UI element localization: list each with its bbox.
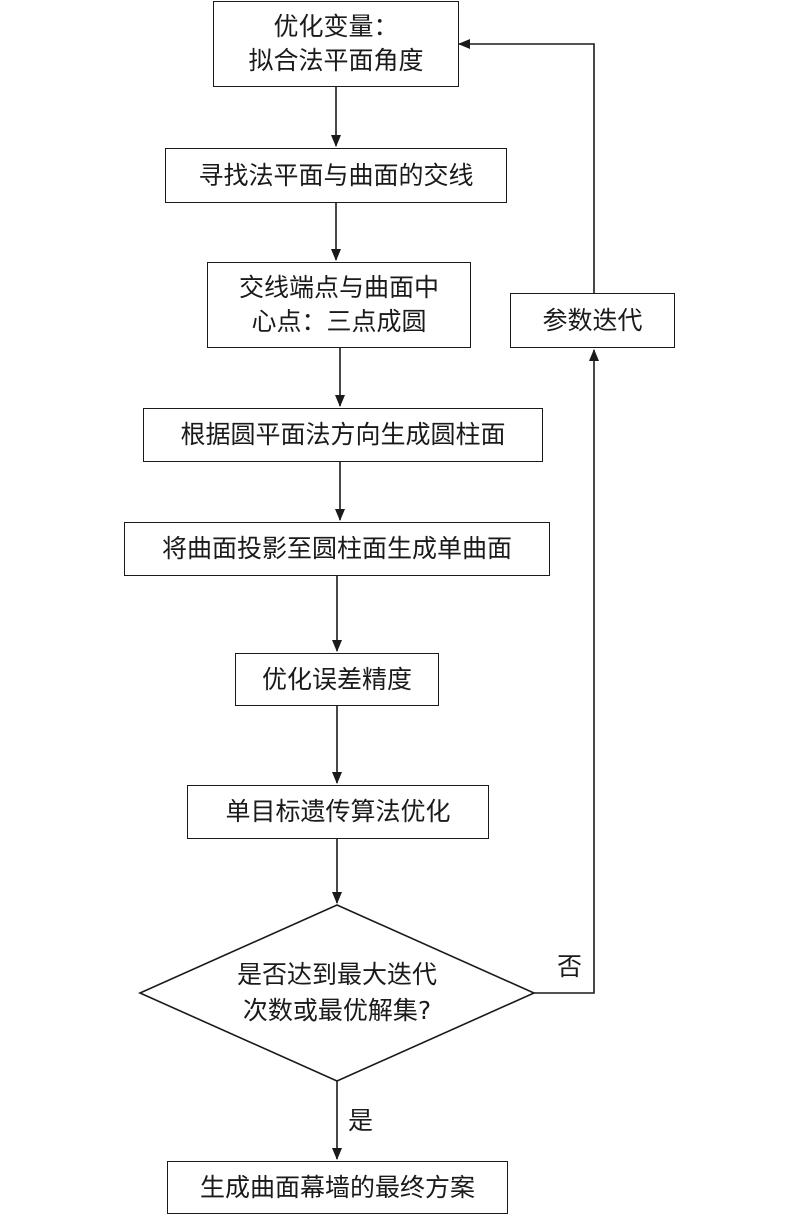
final-plan-box: 生成曲面幕墙的最终方案	[167, 1161, 508, 1214]
decision-diamond	[138, 904, 536, 1082]
generate-cylinder-label: 根据圆平面法方向生成圆柱面	[180, 420, 506, 449]
optimize-error-box: 优化误差精度	[235, 653, 439, 706]
yes-branch-label: 是	[348, 1106, 374, 1135]
three-points-circle-line2: 心点：三点成圆	[251, 307, 427, 336]
decision-line1: 是否达到最大迭代	[236, 960, 437, 989]
genetic-algorithm-box: 单目标遗传算法优化	[187, 785, 489, 839]
decision-line2: 次数或最优解集?	[242, 996, 432, 1025]
project-surface-box: 将曲面投影至圆柱面生成单曲面	[124, 522, 550, 576]
iterate-params-label: 参数迭代	[542, 305, 643, 335]
arrow-decision-no-to-iterate	[534, 349, 599, 994]
no-branch-label: 否	[557, 952, 583, 981]
arrow-iterate-to-optimize-vars	[458, 39, 595, 293]
decision-text: 是否达到最大迭代 次数或最优解集?	[200, 957, 474, 1029]
find-intersection-box: 寻找法平面与曲面的交线	[165, 148, 507, 203]
optimize-error-label: 优化误差精度	[261, 664, 412, 694]
generate-cylinder-box: 根据圆平面法方向生成圆柱面	[143, 408, 543, 462]
optimize-variables-line1: 优化变量：	[273, 12, 399, 41]
iterate-params-box: 参数迭代	[510, 293, 675, 348]
three-points-circle-line1: 交线端点与曲面中	[238, 273, 439, 302]
genetic-algorithm-label: 单目标遗传算法优化	[225, 797, 451, 826]
three-points-circle-box: 交线端点与曲面中 心点：三点成圆	[207, 262, 471, 348]
optimize-variables-box: 优化变量： 拟合法平面角度	[213, 1, 459, 87]
optimize-variables-line2: 拟合法平面角度	[248, 46, 424, 75]
find-intersection-label: 寻找法平面与曲面的交线	[198, 160, 474, 190]
final-plan-label: 生成曲面幕墙的最终方案	[199, 1172, 475, 1202]
project-surface-label: 将曲面投影至圆柱面生成单曲面	[161, 534, 512, 563]
